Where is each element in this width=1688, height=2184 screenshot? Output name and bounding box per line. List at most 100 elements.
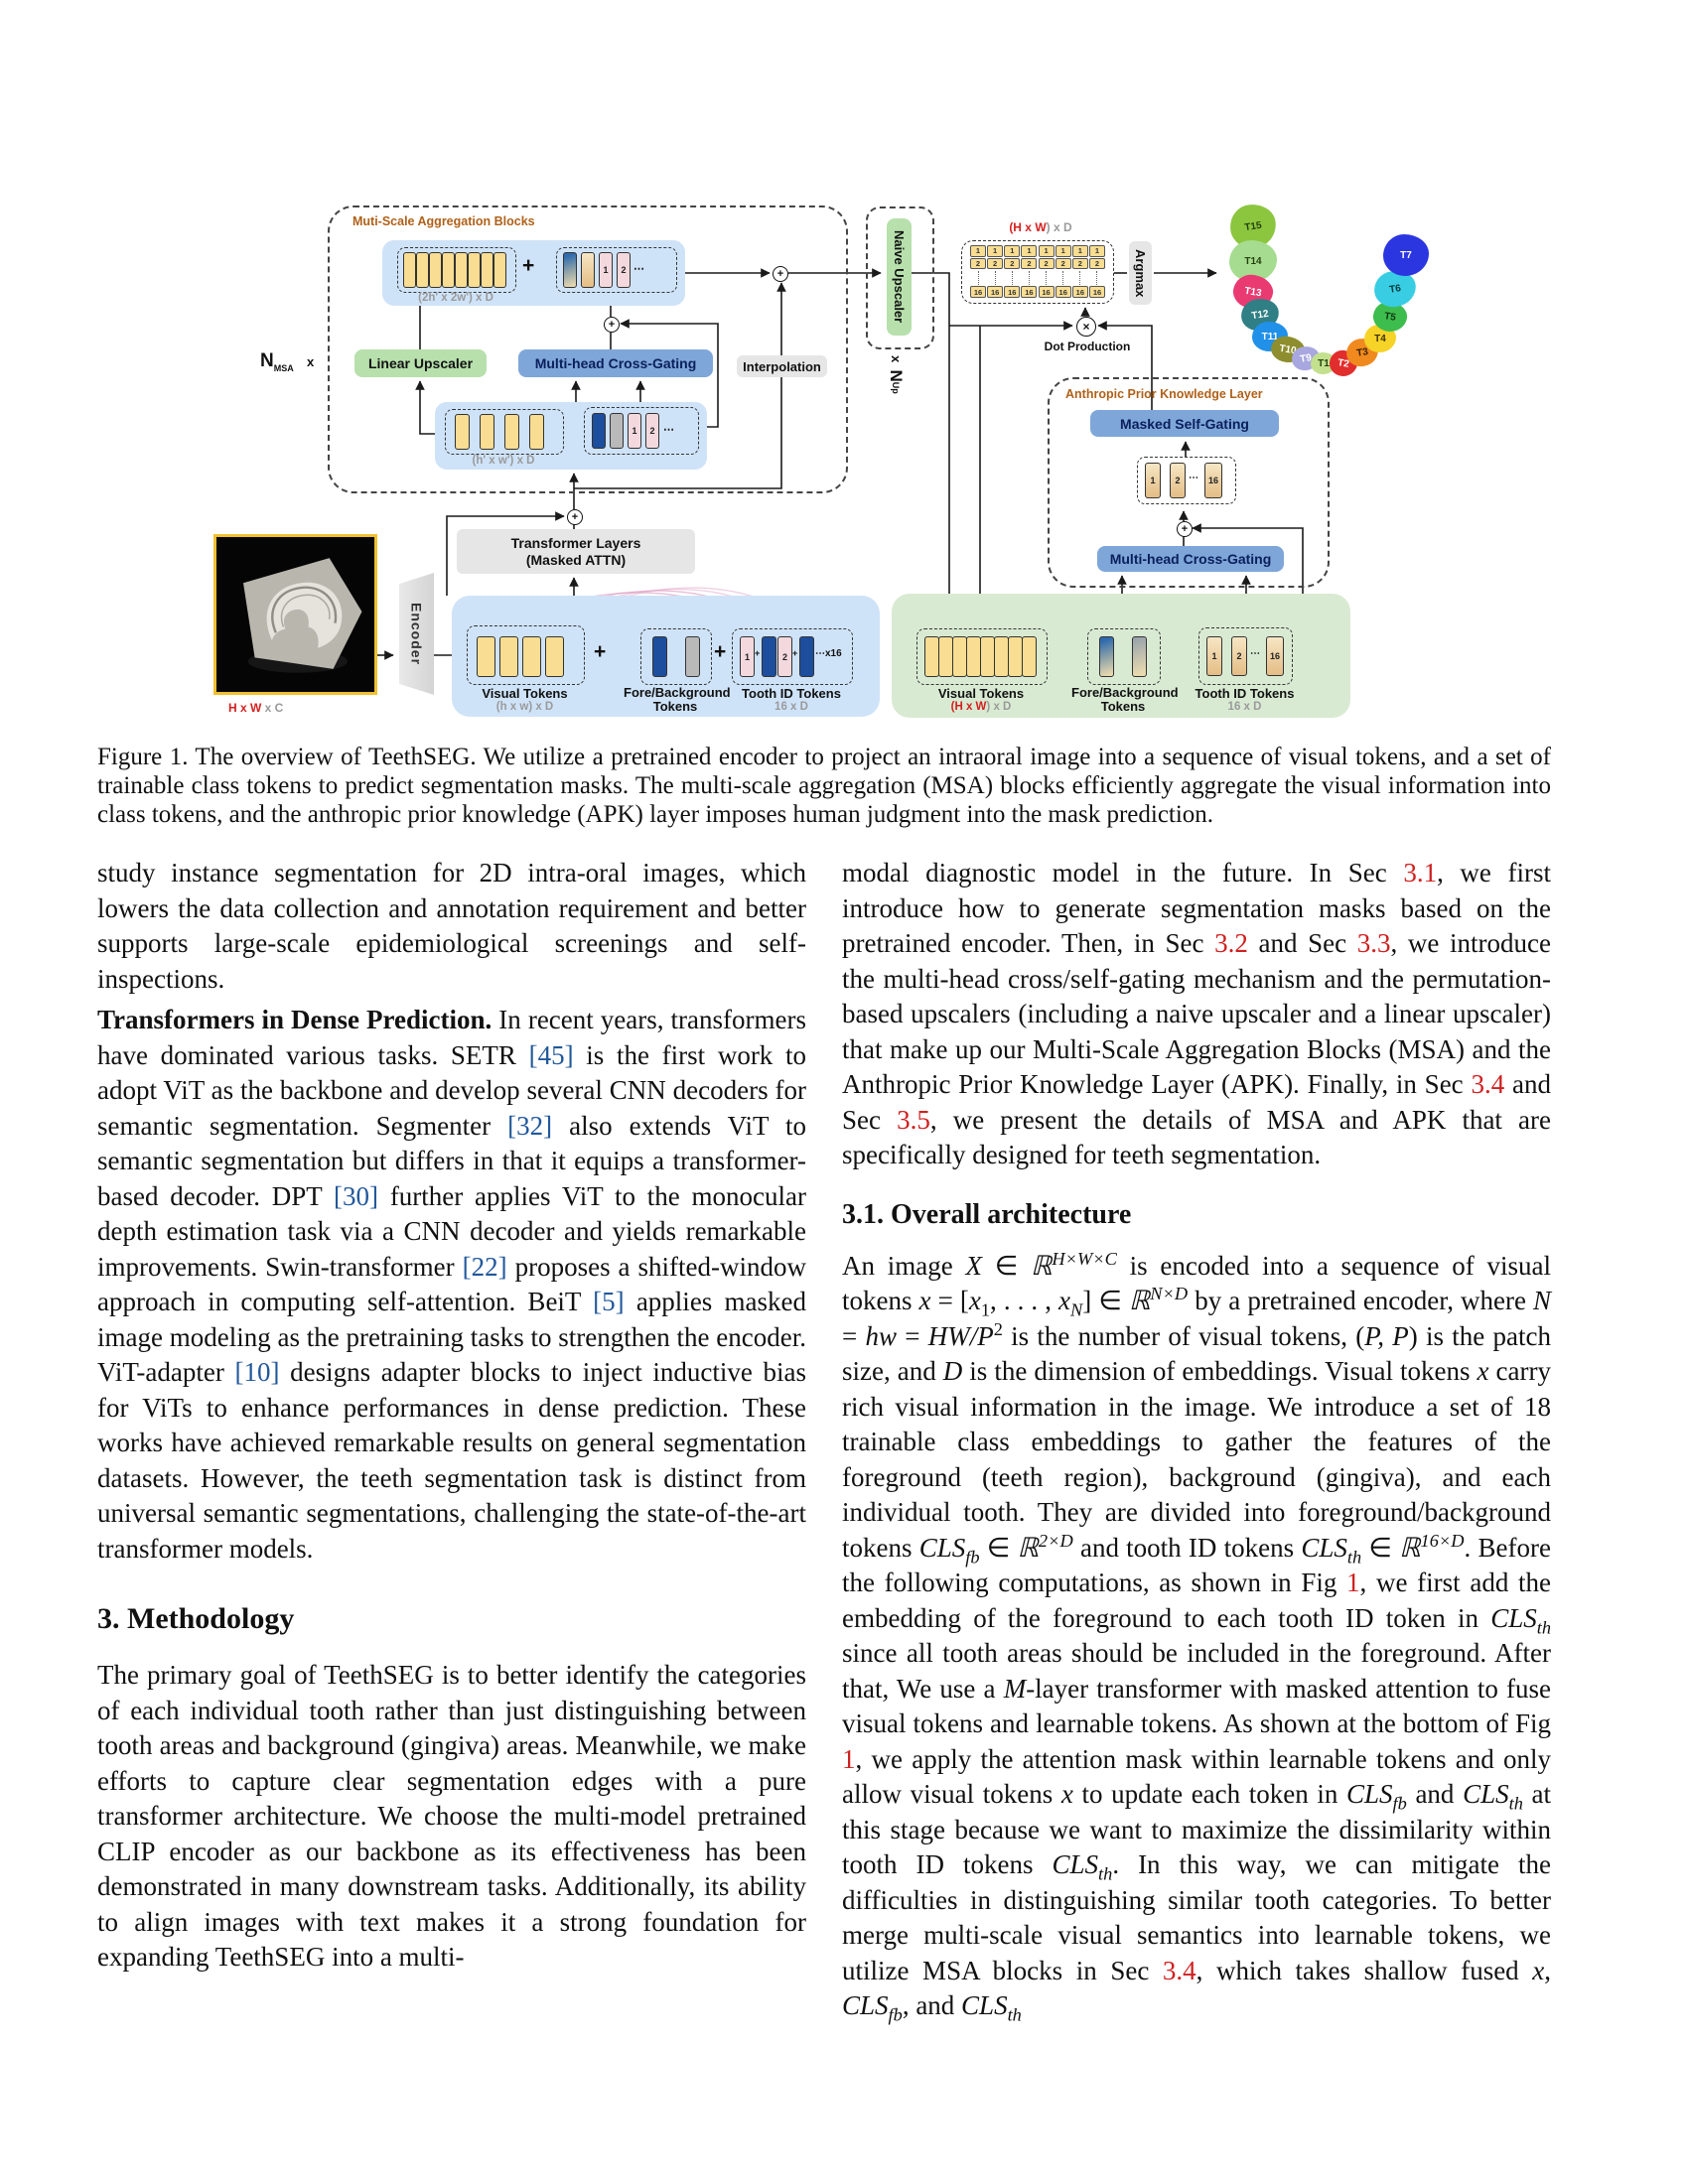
token: [403, 252, 416, 288]
section-ref-link[interactable]: 3.5: [897, 1104, 930, 1135]
token: [1022, 636, 1037, 677]
text-run: Transformers in Dense Prediction.: [97, 1005, 492, 1034]
token-foreground: [652, 636, 667, 677]
token: [762, 636, 776, 677]
text-run: study instance segmentation for 2D intra…: [97, 858, 806, 994]
text-run: also extends ViT to semantic segmentatio…: [97, 1110, 806, 1211]
section-heading: 3. Methodology: [97, 1602, 295, 1635]
token-16: 16: [1266, 636, 1284, 676]
s2-tooth-label: Tooth ID Tokens: [1195, 686, 1295, 701]
grid-dim-label: (H x W) x D: [1009, 220, 1072, 234]
citation-link[interactable]: [10]: [234, 1357, 280, 1387]
token-16: 16: [1204, 463, 1222, 498]
mask-cell: 2: [1004, 257, 1021, 270]
plus-sign: +: [714, 640, 727, 663]
citation-link[interactable]: [22]: [462, 1251, 507, 1282]
text-run: 16×D: [1420, 1530, 1465, 1551]
section-ref-link[interactable]: 3.2: [1214, 928, 1248, 958]
figure-1-diagram: Muti-Scale Aggregation Blocks NMSA x (2h…: [149, 129, 1534, 730]
paragraph: An image X ∈ ℝH×W×C is encoded into a se…: [842, 1249, 1552, 2023]
mask-cell: 1: [1088, 245, 1105, 257]
token: [504, 414, 519, 450]
section-ref-link[interactable]: 3.3: [1356, 928, 1391, 958]
mask-cell: 2: [987, 257, 1004, 270]
text-run: , which takes shallow fused: [1196, 1955, 1533, 1985]
text-run: and Sec: [1247, 928, 1357, 958]
citation-link[interactable]: [5]: [593, 1287, 625, 1316]
naive-upscaler-outline: [866, 206, 934, 349]
masked-self-gating-box: Masked Self-Gating: [1090, 410, 1279, 437]
citation-link[interactable]: [30]: [334, 1180, 379, 1211]
vertical-dots: [1011, 271, 1013, 286]
mask-cell: 16: [1071, 286, 1088, 299]
s1-visual-label: Visual Tokens: [482, 686, 568, 701]
text-run: further applies ViT to the monocular dep…: [97, 1180, 806, 1282]
text-run: P, P: [1364, 1320, 1409, 1351]
token-2: 2: [645, 413, 659, 449]
token-background: [581, 252, 595, 288]
s1-tooth-group: [732, 628, 853, 685]
token-1: 1: [628, 413, 641, 449]
apk-token-group: [1137, 457, 1236, 504]
text-run: ℝ: [1399, 1532, 1421, 1563]
vertical-dots: [1079, 271, 1081, 286]
token-2: 2: [777, 636, 792, 677]
token: [416, 252, 429, 288]
msa-top-dim: (2h' x 2w') x D: [418, 292, 493, 304]
text-run: The primary goal of TeethSEG is to bette…: [97, 1660, 806, 1972]
token: [468, 252, 481, 288]
section-ref-link[interactable]: 3.4: [1162, 1955, 1196, 1985]
text-run: CLS: [1490, 1602, 1537, 1633]
citation-link[interactable]: [32]: [507, 1110, 553, 1141]
plus-small: +: [755, 648, 761, 658]
ellipsis: ⋯: [663, 424, 674, 436]
mask-cell: 2: [1021, 257, 1038, 270]
text-run: is the first work to adopt ViT as the ba…: [97, 1039, 806, 1141]
vertical-dots: [1046, 271, 1048, 286]
text-run: is the number of visual tokens, (: [1002, 1320, 1365, 1351]
paragraph: The primary goal of TeethSEG is to bette…: [97, 1658, 806, 1976]
text-run: , we present the details of MSA and APK …: [842, 1104, 1551, 1170]
text-run: =: [842, 1320, 866, 1351]
text-run: CLS: [842, 1990, 889, 2020]
section-ref-link[interactable]: 1: [1346, 1568, 1360, 1597]
mask-cell: 1: [1021, 245, 1038, 257]
msa-block-outline: [328, 205, 848, 493]
s1-tooth-label: Tooth ID Tokens: [742, 686, 841, 701]
ellipsis: ⋯: [1189, 473, 1198, 483]
text-run: proposes a shifted-window approach in co…: [97, 1251, 806, 1317]
text-run: =: [897, 1320, 928, 1351]
section-ref-link[interactable]: 1: [842, 1743, 856, 1774]
paragraph: modal diagnostic model in the future. In…: [842, 856, 1551, 1173]
token-background: [1132, 636, 1147, 677]
token: [442, 252, 455, 288]
token-background: [685, 636, 700, 677]
s1-fb-label: Fore/Background Tokens: [624, 685, 731, 714]
interpolation-box: Interpolation: [737, 355, 827, 377]
section-ref-link[interactable]: 3.1: [1403, 858, 1438, 887]
token-1: 1: [1145, 463, 1161, 498]
right-column: modal diagnostic model in the future. In…: [842, 856, 1551, 2027]
token-1: 1: [1206, 636, 1222, 676]
vertical-dots: [1028, 271, 1030, 286]
text-run: at this stage because we want to maximiz…: [842, 1779, 1551, 1879]
token: [455, 414, 470, 450]
msa-upscaled-tokens-group: [397, 247, 516, 293]
token: [529, 414, 544, 450]
section-ref-link[interactable]: 3.4: [1471, 1069, 1505, 1099]
text-run: = [: [930, 1286, 969, 1315]
text-run: ] ∈: [1082, 1286, 1129, 1315]
text-run: x: [1060, 1779, 1073, 1809]
s1-fb-group: [640, 628, 712, 685]
citation-link[interactable]: [45]: [528, 1039, 574, 1070]
token: [499, 636, 518, 677]
mask-cell: 2: [1088, 257, 1105, 270]
text-run: N: [1533, 1286, 1552, 1315]
text-run: and Sec: [842, 1069, 1551, 1135]
text-run: -layer transformer with masked attention…: [842, 1673, 1551, 1739]
mask-cell: 16: [1055, 286, 1071, 299]
encoder-box: Encoder: [399, 573, 434, 695]
text-run: An image: [842, 1250, 966, 1281]
